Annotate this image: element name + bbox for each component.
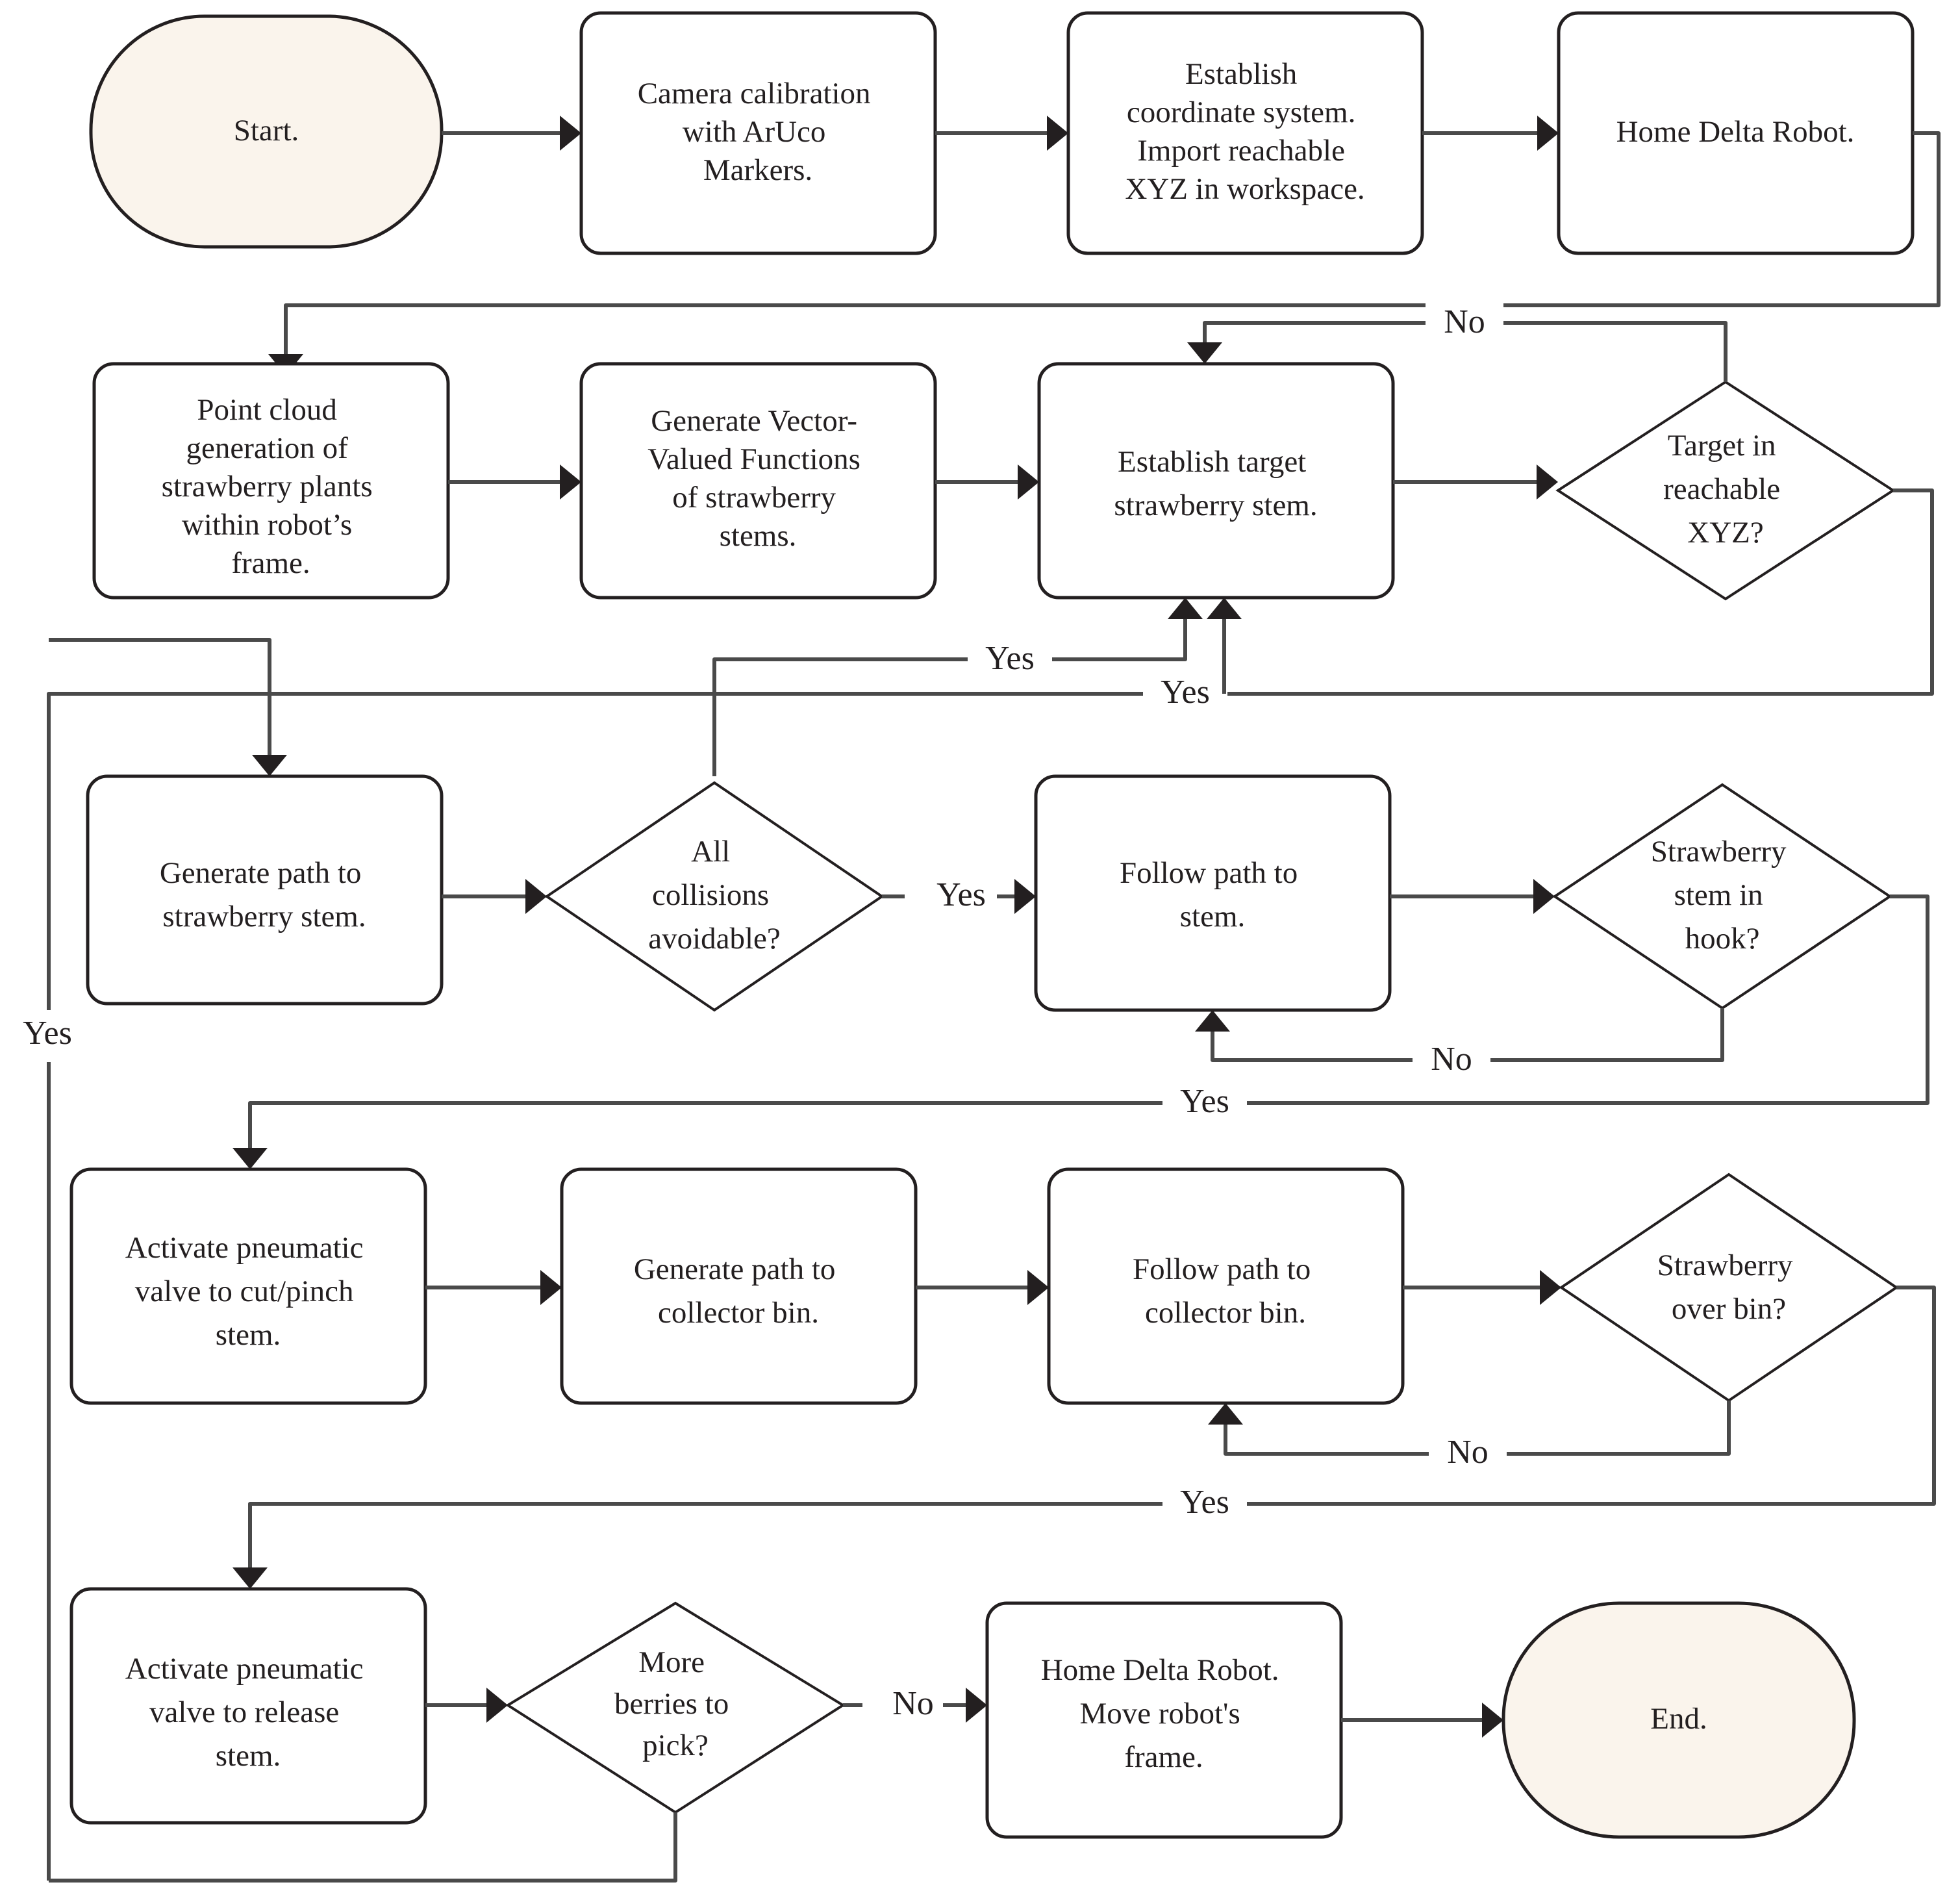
node-release-stem-label: Activate pneumatic valve to release stem… bbox=[125, 1652, 371, 1773]
edge-label-collisions-back: Yes bbox=[985, 640, 1035, 677]
node-generate-path-bin-label: Generate path to collector bin. bbox=[634, 1252, 843, 1330]
arrow-hook-no bbox=[1195, 1010, 1230, 1032]
node-cut-pinch-label: Activate pneumatic valve to cut/pinch st… bbox=[125, 1231, 371, 1352]
arrow-genbin-to-followbin bbox=[1027, 1270, 1049, 1305]
node-generate-path-bin: Generate path to collector bin. bbox=[560, 1167, 918, 1405]
node-camera-calibration-label: Camera calibration with ArUco Markers. bbox=[638, 77, 879, 187]
node-coordinate-system: Establish coordinate system. Import reac… bbox=[1066, 11, 1424, 255]
edge-label-reachable-no: No bbox=[1444, 303, 1485, 340]
edge-label-reachable-yes: Yes bbox=[1161, 674, 1210, 711]
arrow-target-to-reachable bbox=[1537, 464, 1558, 500]
node-end: End. bbox=[1501, 1601, 1856, 1839]
arrow-followbin-to-overbin bbox=[1540, 1270, 1561, 1305]
arrow-vector-to-target bbox=[1018, 464, 1039, 500]
edge-label-overbin-no: No bbox=[1447, 1434, 1489, 1471]
arrow-pointcloud-to-vector bbox=[560, 464, 581, 500]
node-collisions-avoidable-label: All collisions avoidable? bbox=[648, 835, 781, 956]
node-reachable-xyz: Target in reachable XYZ? bbox=[1555, 380, 1896, 601]
edge-berries-yes-bottom bbox=[49, 1812, 677, 1883]
node-over-bin: Strawberry over bin? bbox=[1559, 1173, 1899, 1402]
arrow-coord-to-home bbox=[1537, 116, 1559, 151]
edge-label-hook-no: No bbox=[1431, 1041, 1472, 1078]
arrow-reachable-no bbox=[1187, 342, 1222, 364]
node-home-robot-1-label: Home Delta Robot. bbox=[1616, 115, 1855, 149]
node-follow-path-bin: Follow path to collector bin. bbox=[1047, 1167, 1405, 1405]
node-vector-functions-label: Generate Vector- Valued Functions of str… bbox=[647, 404, 868, 553]
node-start-label: Start. bbox=[234, 114, 299, 147]
arrow-overbin-yes bbox=[232, 1567, 268, 1589]
arrow-collisions-yes-back bbox=[1168, 598, 1203, 619]
node-vector-functions: Generate Vector- Valued Functions of str… bbox=[579, 362, 937, 600]
edge-collisions-yes-back bbox=[712, 619, 1187, 776]
edge-overbin-yes bbox=[248, 1286, 1936, 1567]
arrow-overbin-no bbox=[1208, 1403, 1243, 1425]
arrow-berries-to-home2 bbox=[966, 1688, 987, 1723]
node-home-robot-2-label: Home Delta Robot. Move robot's frame. bbox=[1041, 1653, 1287, 1774]
node-generate-path-stem: Generate path to strawberry stem. bbox=[86, 774, 444, 1006]
node-camera-calibration: Camera calibration with ArUco Markers. bbox=[579, 11, 937, 255]
node-target-stem-label: Establish target strawberry stem. bbox=[1114, 445, 1317, 522]
arrow-reachable-yes-into-target bbox=[1207, 598, 1242, 619]
edge-label-collisions-yes: Yes bbox=[936, 876, 986, 913]
node-reachable-xyz-label: Target in reachable XYZ? bbox=[1663, 429, 1788, 550]
edge-label-berries-no: No bbox=[892, 1685, 934, 1722]
edge-label-hook-yes: Yes bbox=[1180, 1083, 1229, 1120]
node-start: Start. bbox=[89, 14, 444, 249]
node-target-stem: Establish target strawberry stem. bbox=[1037, 362, 1395, 600]
edge-home-to-pointcloud bbox=[284, 131, 1941, 354]
node-generate-path-stem-label: Generate path to strawberry stem. bbox=[160, 856, 369, 933]
node-follow-path-bin-label: Follow path to collector bin. bbox=[1133, 1252, 1318, 1330]
node-point-cloud: Point cloud generation of strawberry pla… bbox=[92, 362, 450, 600]
node-more-berries: More berries to pick? bbox=[505, 1601, 846, 1814]
node-stem-in-hook-label: Strawberry stem in hook? bbox=[1651, 835, 1794, 956]
edge-rail-to-genpath bbox=[49, 638, 271, 755]
edge-label-left-rail-yes: Yes bbox=[23, 1015, 72, 1052]
arrow-hook-yes bbox=[232, 1148, 268, 1169]
node-cut-pinch: Activate pneumatic valve to cut/pinch st… bbox=[69, 1167, 427, 1405]
edge-label-overbin-yes: Yes bbox=[1180, 1484, 1229, 1521]
edge-reachable-yes-rail bbox=[47, 488, 1934, 1881]
node-follow-path-stem: Follow path to stem. bbox=[1034, 774, 1392, 1012]
node-point-cloud-label: Point cloud generation of strawberry pla… bbox=[162, 393, 381, 580]
arrow-camera-to-coord bbox=[1047, 116, 1068, 151]
node-over-bin-label: Strawberry over bin? bbox=[1657, 1249, 1801, 1326]
node-home-robot-2: Home Delta Robot. Move robot's frame. bbox=[985, 1601, 1343, 1839]
arrow-start-to-camera bbox=[560, 116, 581, 151]
node-home-robot-1: Home Delta Robot. bbox=[1557, 11, 1915, 255]
node-collisions-avoidable: All collisions avoidable? bbox=[544, 781, 885, 1012]
arrow-release-to-berries bbox=[486, 1688, 508, 1723]
arrow-cutpinch-to-genbin bbox=[540, 1270, 562, 1305]
node-stem-in-hook: Strawberry stem in hook? bbox=[1552, 783, 1892, 1010]
node-end-label: End. bbox=[1650, 1702, 1707, 1736]
edge-hook-yes bbox=[248, 894, 1929, 1148]
arrow-rail-to-genpath bbox=[252, 755, 287, 776]
node-release-stem: Activate pneumatic valve to release stem… bbox=[69, 1587, 427, 1825]
node-more-berries-label: More berries to pick? bbox=[614, 1645, 736, 1762]
node-follow-path-stem-label: Follow path to stem. bbox=[1120, 856, 1305, 933]
arrow-home2-to-end bbox=[1482, 1703, 1503, 1738]
arrow-genpath-to-collisions bbox=[525, 879, 547, 914]
arrow-follow-to-hook bbox=[1533, 879, 1555, 914]
arrow-collisions-to-follow bbox=[1014, 879, 1036, 914]
node-coordinate-system-label: Establish coordinate system. Import reac… bbox=[1125, 57, 1364, 206]
